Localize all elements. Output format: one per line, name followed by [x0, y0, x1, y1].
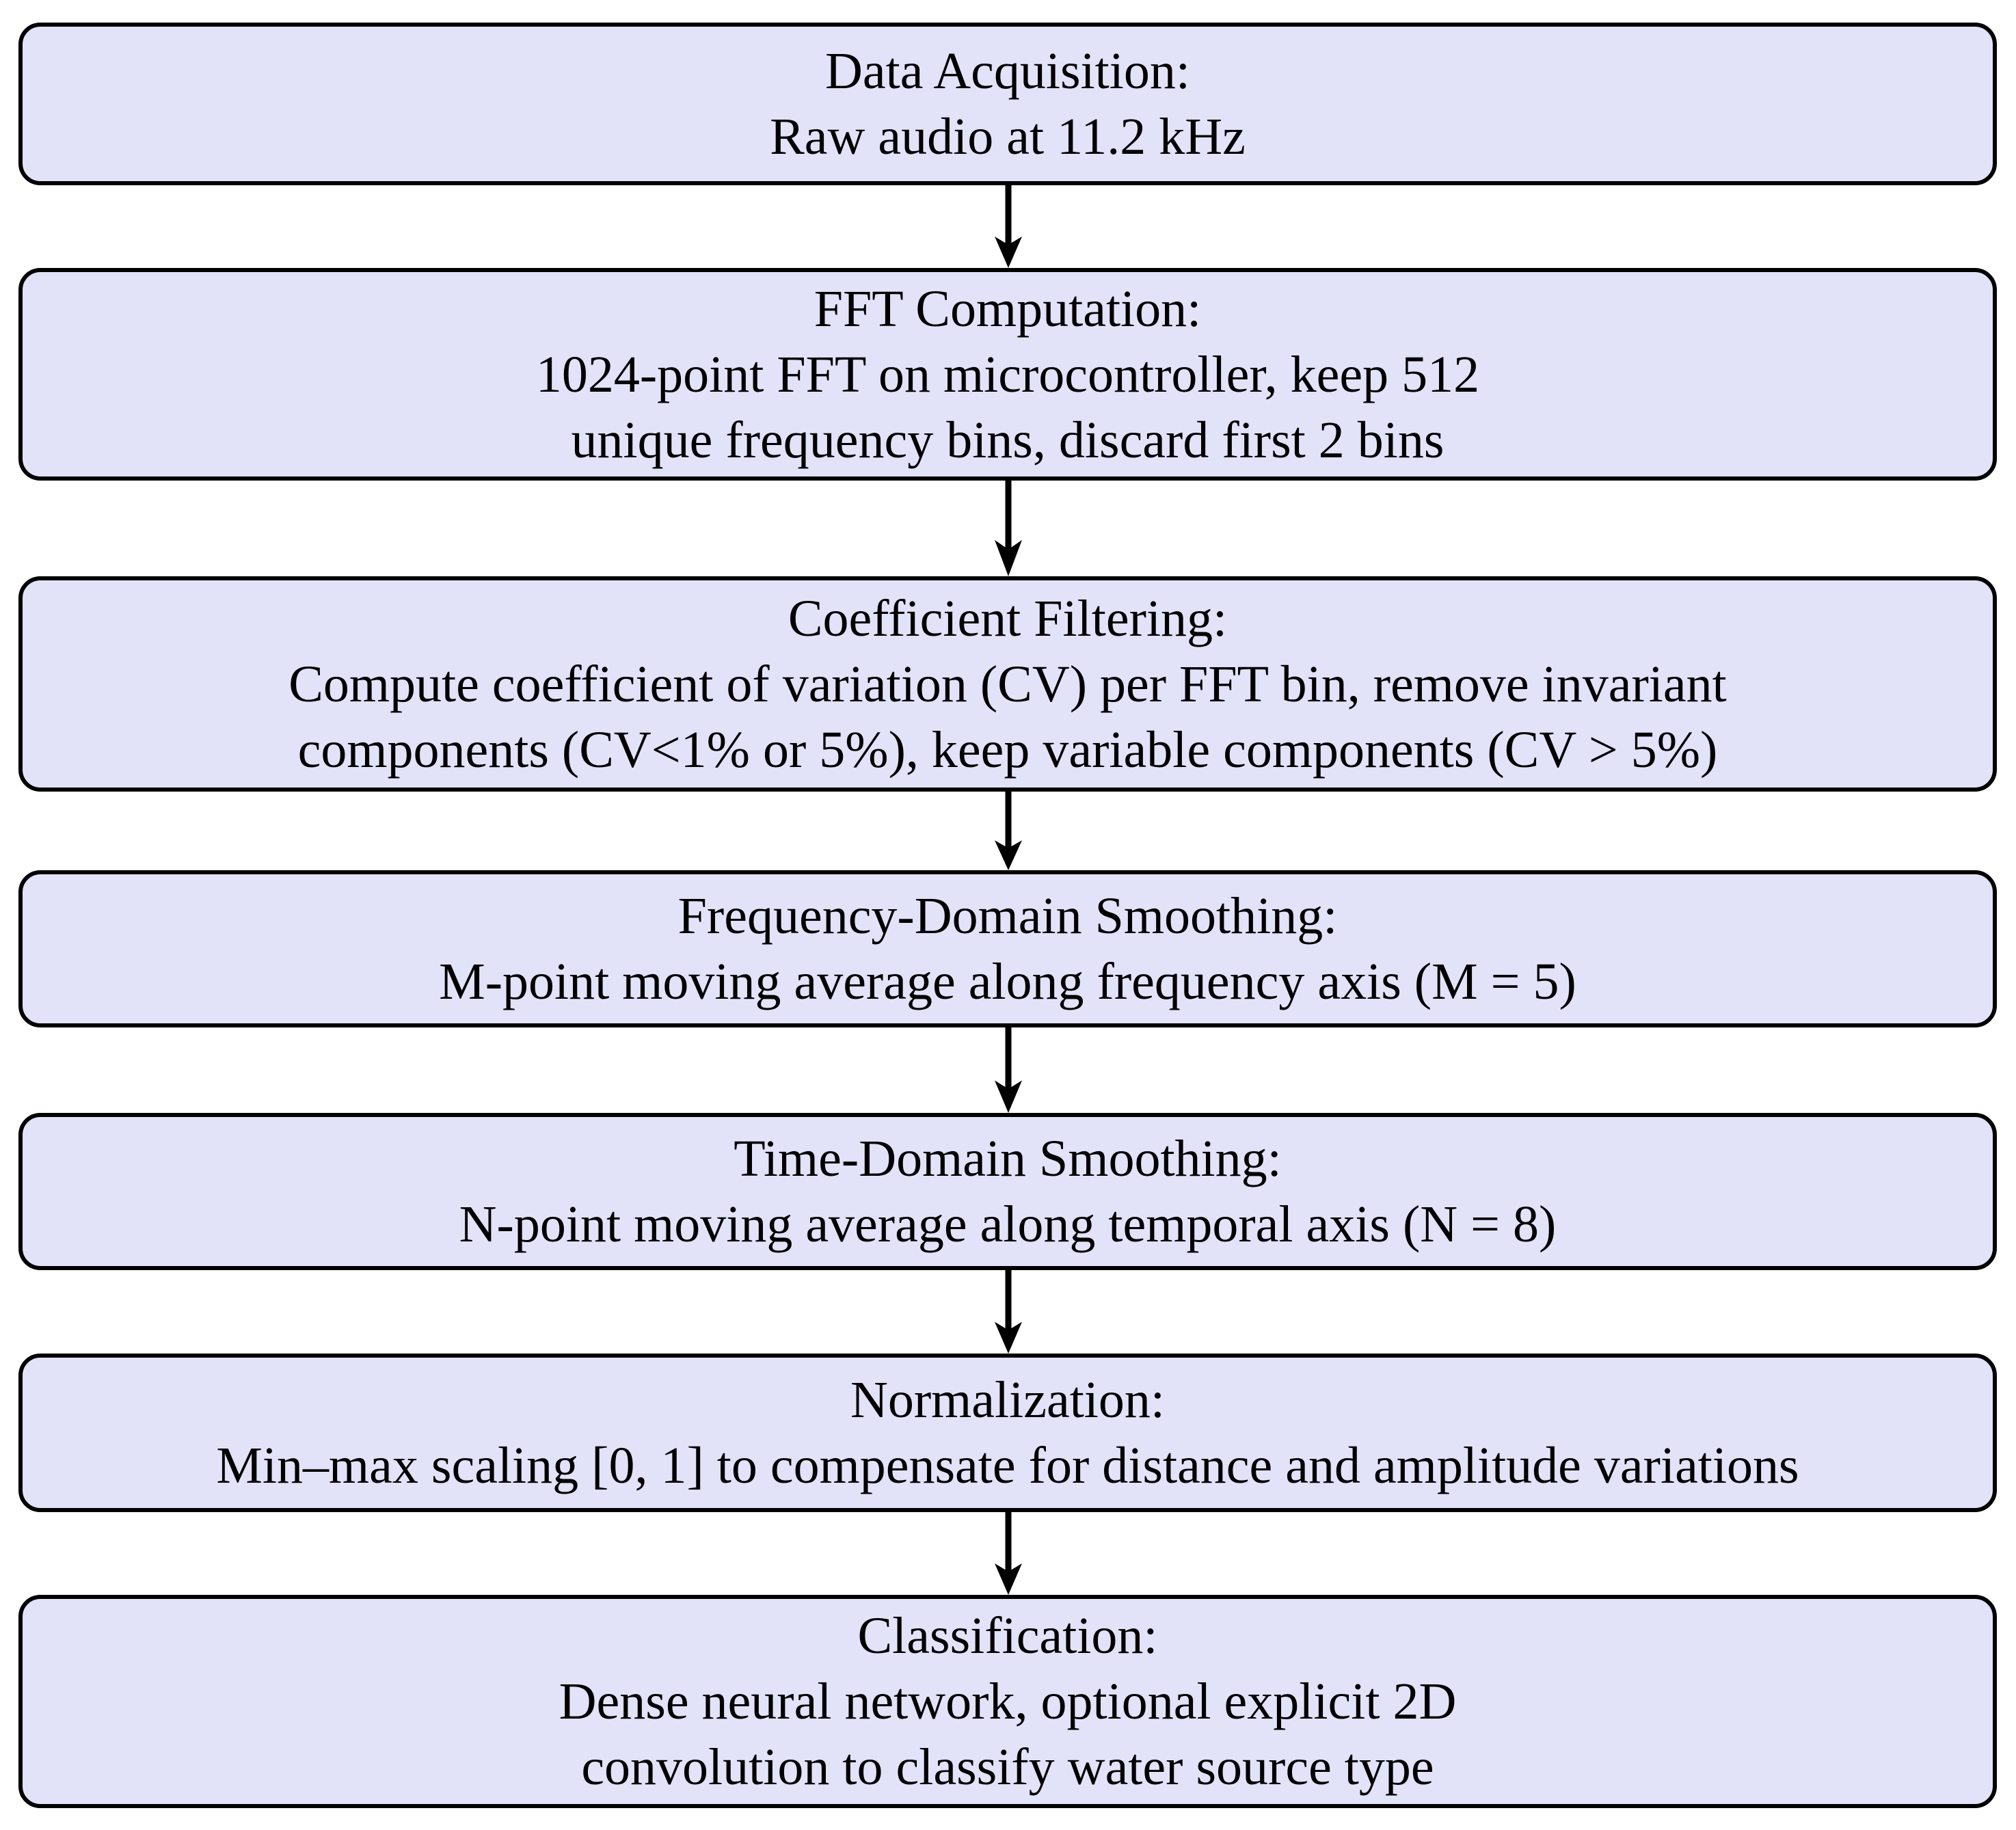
node-title: Coefficient Filtering: — [788, 589, 1228, 647]
flow-node-normalization: Normalization: Min–max scaling [0, 1] to… — [18, 1354, 1997, 1512]
flow-node-data-acquisition: Data Acquisition: Raw audio at 11.2 kHz — [18, 23, 1997, 185]
node-line: 1024-point FFT on microcontroller, keep … — [535, 345, 1480, 403]
node-line: Dense neural network, optional explicit … — [559, 1673, 1457, 1730]
node-title: Normalization: — [850, 1371, 1166, 1429]
arrow-down-icon — [995, 1027, 1022, 1113]
arrow-down-icon — [995, 1511, 1022, 1595]
flow-node-coefficient-filtering: Coefficient Filtering: Compute coefficie… — [18, 576, 1997, 792]
node-title: FFT Computation: — [814, 280, 1202, 338]
node-line: convolution to classify water source typ… — [581, 1738, 1434, 1796]
node-title: Frequency-Domain Smoothing: — [677, 887, 1338, 945]
arrow-down-icon — [995, 1269, 1022, 1354]
node-line: Compute coefficient of variation (CV) pe… — [288, 655, 1727, 713]
node-title: Classification: — [857, 1607, 1158, 1665]
arrow-down-icon — [995, 791, 1022, 870]
flow-node-time-domain-smoothing: Time-Domain Smoothing: N-point moving av… — [18, 1113, 1997, 1270]
node-line: components (CV<1% or 5%), keep variable … — [297, 721, 1718, 779]
node-line: Min–max scaling [0, 1] to compensate for… — [216, 1437, 1799, 1494]
arrow-down-icon — [995, 480, 1022, 576]
flow-node-classification: Classification: Dense neural network, op… — [18, 1595, 1997, 1808]
flow-node-frequency-domain-smoothing: Frequency-Domain Smoothing: M-point movi… — [18, 870, 1997, 1027]
node-line: M-point moving average along frequency a… — [439, 953, 1576, 1010]
flow-node-fft-computation: FFT Computation: 1024-point FFT on micro… — [18, 268, 1997, 481]
node-line: unique frequency bins, discard first 2 b… — [571, 411, 1444, 469]
node-title: Data Acquisition: — [824, 42, 1191, 100]
node-line: N-point moving average along temporal ax… — [459, 1196, 1557, 1253]
node-line: Raw audio at 11.2 kHz — [770, 108, 1246, 165]
arrow-down-icon — [995, 185, 1022, 268]
node-title: Time-Domain Smoothing: — [734, 1130, 1282, 1187]
